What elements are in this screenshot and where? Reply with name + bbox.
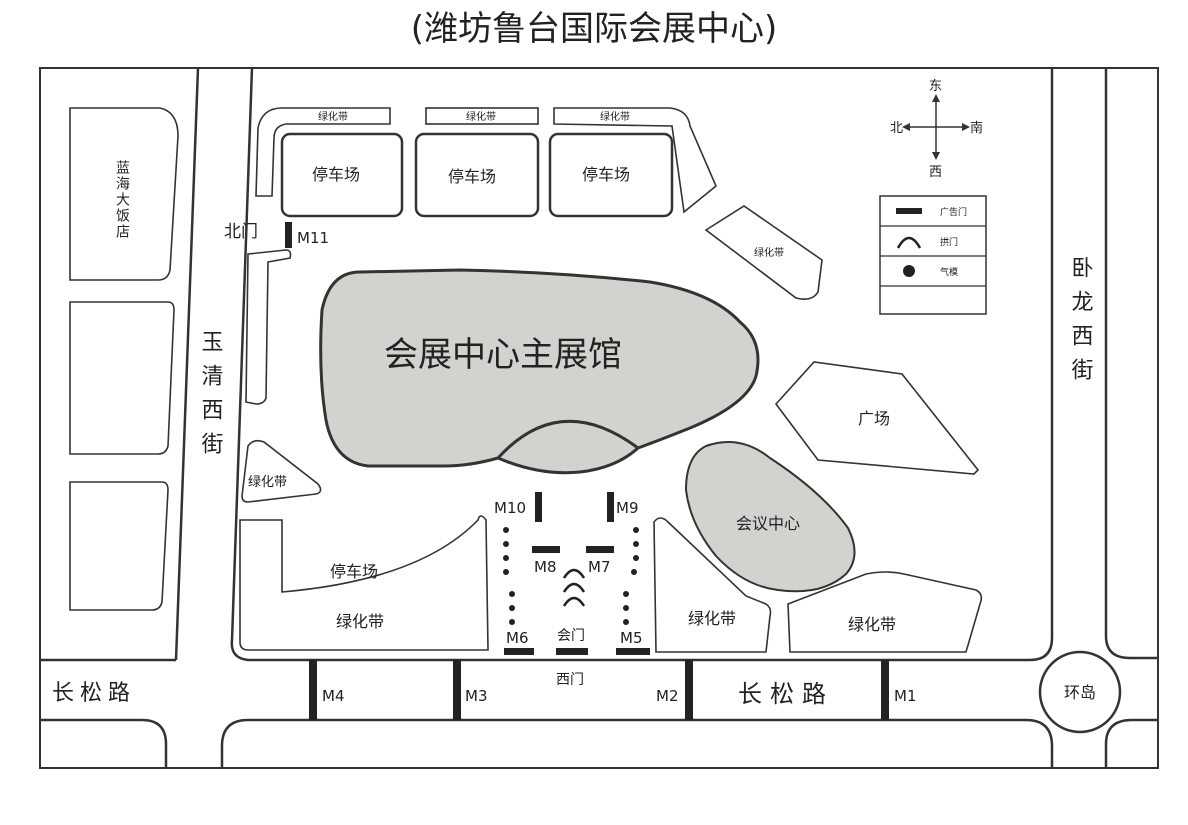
hotel-label: 蓝海大饭店 xyxy=(114,160,130,240)
conference-center xyxy=(684,441,856,593)
gate-m8-label: M8 xyxy=(534,558,557,576)
gate-m7-label: M7 xyxy=(588,558,611,576)
gate-m1-bar xyxy=(881,660,889,720)
parking-lot-2-label: 停车场 xyxy=(448,167,496,186)
green-belt-west-triangle-label: 绿化带 xyxy=(248,475,287,490)
gate-m6-bar xyxy=(504,648,534,655)
gate-m2-label: M2 xyxy=(656,687,679,705)
square-plaza xyxy=(774,361,980,475)
gate-m10-bar xyxy=(535,492,542,522)
west-green-strip xyxy=(245,249,292,405)
green-belt-south-east xyxy=(787,571,983,653)
compass-west: 西 xyxy=(929,165,942,180)
gate-m8-bar xyxy=(532,546,560,553)
gate-m5-label: M5 xyxy=(620,629,643,647)
parking-lot-1-label: 停车场 xyxy=(312,165,360,184)
parking-lot-3-label: 停车场 xyxy=(582,165,630,184)
gate-m9-label: M9 xyxy=(616,499,639,517)
gate-m4-bar xyxy=(309,660,317,720)
main-exhibition-hall xyxy=(319,268,760,475)
roundabout xyxy=(1038,650,1122,734)
changsong-road-label-right: 长松路 xyxy=(738,680,834,708)
west-block-2 xyxy=(69,301,175,455)
green-belt-top-3 xyxy=(553,107,717,214)
changsong-road-label-left: 长松路 xyxy=(52,681,136,706)
green-belt-northeast-label: 绿化带 xyxy=(754,246,784,259)
green-belt-northeast xyxy=(704,205,823,300)
legend-ad-gate-label: 广告门 xyxy=(940,206,967,218)
west-gate-label: 西门 xyxy=(556,672,584,688)
yuqing-road-label: 玉清西街 xyxy=(198,330,224,466)
southwest-parking-green xyxy=(239,515,489,651)
yuqing-road-edge-east xyxy=(230,67,1054,662)
green-belt-top-3-label: 绿化带 xyxy=(600,110,630,123)
gate-m5-bar xyxy=(616,648,650,655)
green-belt-top-2-label: 绿化带 xyxy=(466,110,496,123)
gate-m1-label: M1 xyxy=(894,687,917,705)
green-belt-south-middle xyxy=(653,517,772,653)
main-hall-label: 会展中心主展馆 xyxy=(384,335,622,375)
arches xyxy=(562,568,586,607)
green-belt-south-middle-label: 绿化带 xyxy=(688,609,736,628)
meeting-gate-bar xyxy=(556,648,588,655)
compass-east: 东 xyxy=(929,79,942,94)
gate-m11-label: M11 xyxy=(297,229,329,247)
compass-north: 北 xyxy=(890,121,903,136)
map-title: (潍坊鲁台国际会展中心) xyxy=(411,9,778,49)
conference-center-label: 会议中心 xyxy=(736,514,800,533)
wolong-road-edge xyxy=(1104,68,1158,660)
top-green-belt-frame xyxy=(255,107,391,197)
gate-m3-bar xyxy=(453,660,461,720)
square-label: 广场 xyxy=(858,409,890,428)
green-belt-west-triangle xyxy=(241,439,322,503)
main-hall-inner-curve xyxy=(496,419,639,460)
gate-m4-label: M4 xyxy=(322,687,345,705)
green-belt-top-2 xyxy=(425,107,539,125)
parking-lot-4-label: 停车场 xyxy=(330,562,378,581)
yuqing-road-edge-west xyxy=(174,67,200,661)
gate-m6-label: M6 xyxy=(506,629,529,647)
gate-m9-bar xyxy=(607,492,614,522)
parking-lot-3 xyxy=(548,132,674,218)
west-block-3 xyxy=(69,481,169,611)
meeting-gate-label: 会门 xyxy=(557,628,585,644)
legend-balloon-label: 气模 xyxy=(940,266,958,278)
gate-m2-bar xyxy=(685,660,693,720)
balloon-dots xyxy=(503,527,639,625)
gate-m3-label: M3 xyxy=(465,687,488,705)
gate-m7-bar xyxy=(586,546,614,553)
hotel-block xyxy=(69,107,179,281)
north-gate-label: 北门 xyxy=(224,222,258,242)
legend-box xyxy=(879,195,987,315)
gate-m11-bar xyxy=(285,222,292,248)
green-belt-top-1-label: 绿化带 xyxy=(318,110,348,123)
gate-m10-label: M10 xyxy=(494,499,526,517)
roundabout-label: 环岛 xyxy=(1064,683,1096,702)
compass xyxy=(902,94,970,160)
legend-arch-label: 拱门 xyxy=(940,236,958,248)
changsong-road-south-edge-right xyxy=(1104,718,1158,768)
changsong-road-south-edge xyxy=(40,718,168,768)
changsong-road-south-edge-main xyxy=(220,718,1054,768)
green-belt-south-east-label: 绿化带 xyxy=(848,615,896,634)
parking-lot-1 xyxy=(280,132,404,218)
wolong-road-label: 卧龙西街 xyxy=(1068,256,1094,392)
green-belt-southwest-label: 绿化带 xyxy=(336,612,384,631)
compass-south: 南 xyxy=(970,120,983,136)
parking-lot-2 xyxy=(414,132,540,218)
